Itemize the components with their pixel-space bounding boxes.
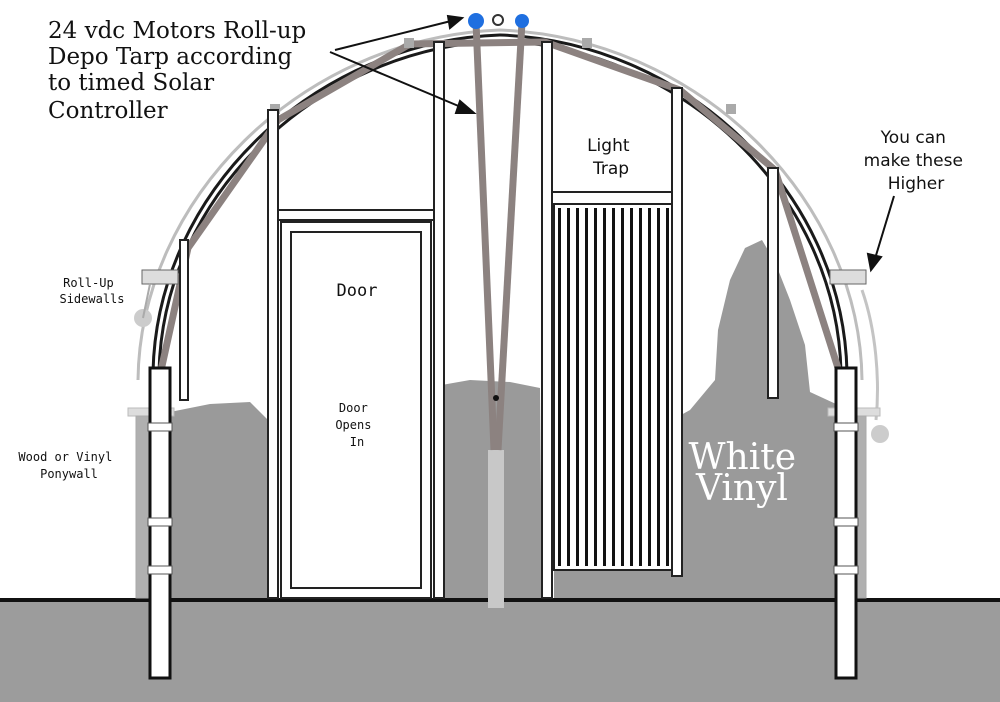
outer-hoop-light	[136, 28, 864, 381]
motor-right-icon	[515, 14, 529, 28]
door-label: Door	[337, 281, 378, 301]
left-post-bolts	[147, 422, 173, 575]
rollup-label: Roll-Up Sidewalls	[59, 276, 124, 306]
door-panel	[290, 231, 422, 589]
right-post-bolts	[833, 422, 859, 575]
left-rollup-rope	[142, 283, 151, 319]
main-hoop-inner	[154, 36, 846, 373]
end-wall-studs	[179, 41, 779, 599]
light-trap-header	[551, 191, 673, 205]
center-post-pin	[493, 395, 499, 401]
right-vinyl-fill	[672, 240, 836, 598]
center-post	[488, 450, 504, 608]
door-opens-label: Door Opens In	[335, 401, 378, 449]
center-strap-left	[472, 21, 498, 451]
left-rollup-bracket	[141, 269, 179, 285]
higher-arrow	[866, 195, 895, 273]
motor-left-icon	[468, 13, 484, 29]
motors-label: 24 vdc Motors Roll-up Depo Tarp accordin…	[48, 18, 314, 124]
ponywall-label: Wood or Vinyl Ponywall	[18, 450, 119, 481]
light-trap-label: Light Trap	[587, 136, 635, 179]
center-strap-right	[494, 21, 526, 451]
door-header	[277, 209, 435, 221]
lower-vinyl-fill	[554, 570, 672, 598]
right-rollup-bracket	[829, 269, 867, 285]
higher-label: You can make these Higher	[864, 128, 969, 194]
motor-arrows	[329, 14, 477, 114]
left-vinyl-fill	[170, 402, 278, 598]
right-rollup-roller-icon	[871, 425, 889, 443]
motor-pulley-icon	[492, 14, 504, 26]
white-vinyl-label: White Vinyl	[689, 437, 808, 509]
right-extension-arc	[860, 289, 879, 421]
light-trap-slats	[558, 208, 669, 566]
